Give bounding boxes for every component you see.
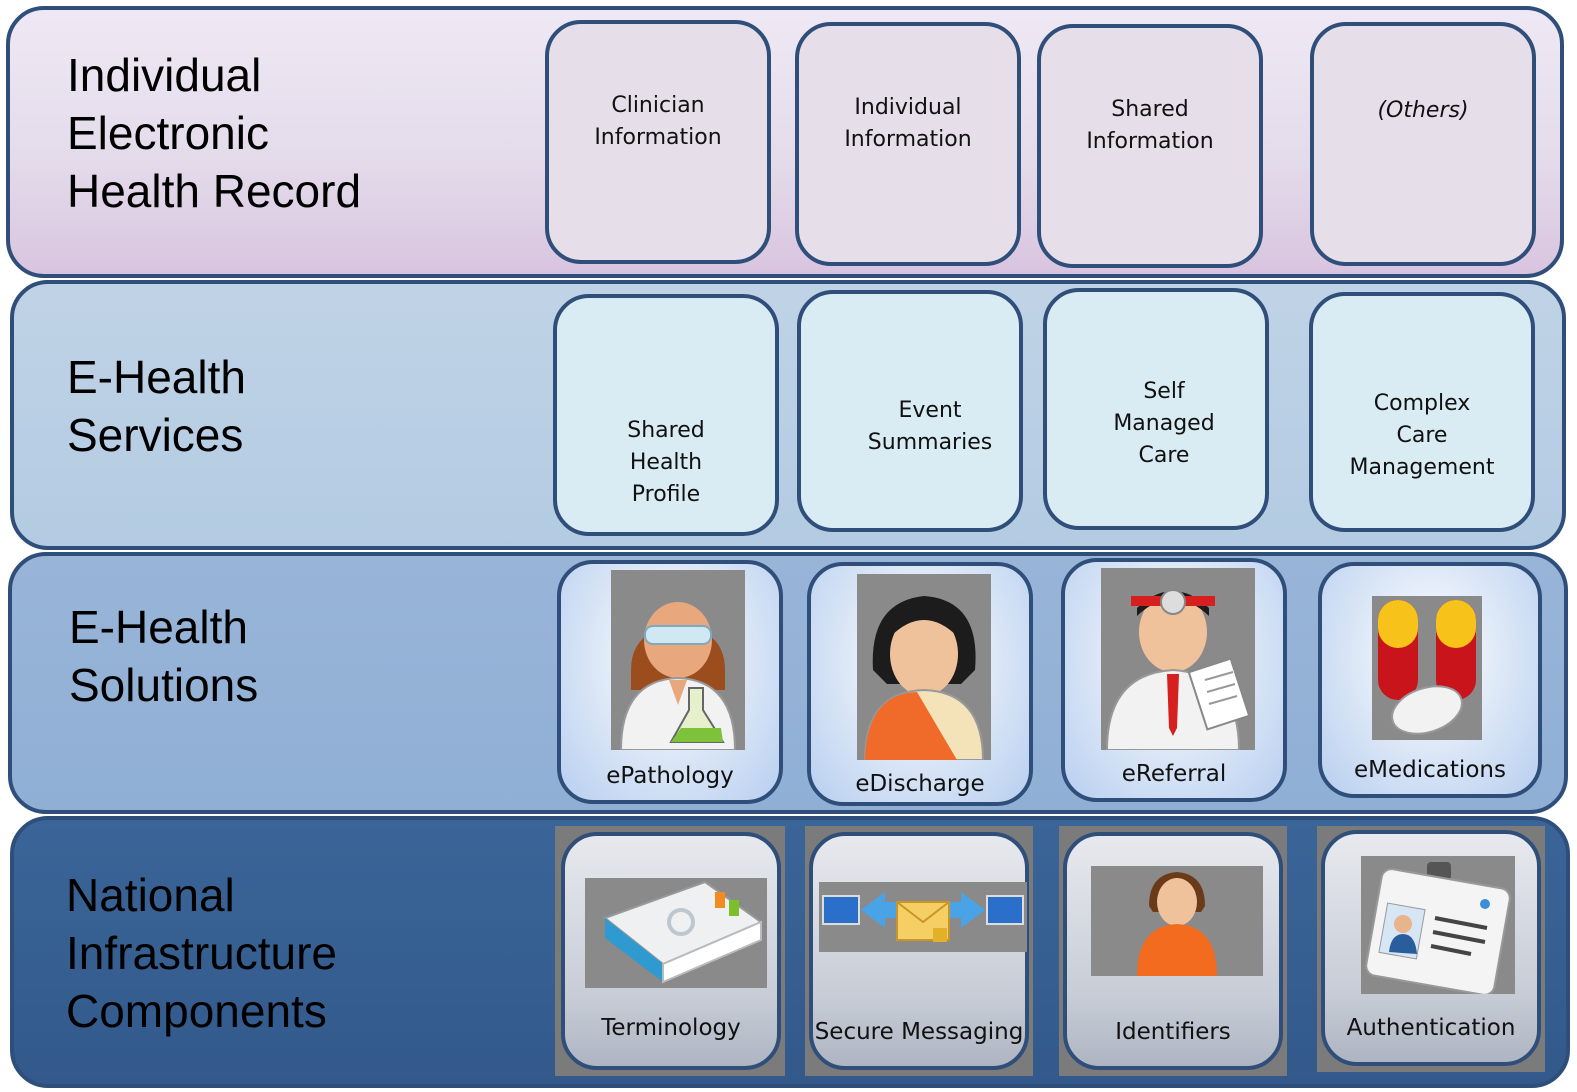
shared-information-card: Shared Information	[1037, 24, 1263, 268]
solutions-title-line-1: E-Health	[69, 601, 248, 653]
services-layer	[10, 280, 1566, 550]
emedications-label: eMedications	[1354, 757, 1506, 783]
card-text: Event	[898, 398, 962, 423]
infrastructure-title-line-3: Components	[66, 985, 327, 1037]
scientist-icon	[611, 570, 745, 751]
card-text: Shared	[1111, 97, 1189, 122]
others-card: (Others)	[1310, 22, 1536, 266]
ehr-layer-title: Individual Electronic Health Record	[67, 46, 361, 220]
card-text: Individual	[854, 95, 962, 120]
ehr-title-line-1: Individual	[67, 49, 262, 101]
card-text: Management	[1349, 455, 1495, 480]
emedications-card: eMedications	[1318, 562, 1542, 798]
card-text: Care	[1396, 423, 1448, 448]
ehr-layer	[6, 6, 1564, 278]
self-managed-care-card: Self Managed Care	[1043, 288, 1269, 530]
card-text: (Others)	[1377, 98, 1469, 123]
infrastructure-layer-title: National Infrastructure Components	[66, 866, 337, 1040]
epathology-label: ePathology	[606, 763, 734, 789]
secure-messaging-label: Secure Messaging	[814, 1019, 1024, 1045]
identifiers-label: Identifiers	[1115, 1019, 1231, 1045]
ehr-title-line-2: Electronic	[67, 107, 269, 159]
card-text: Complex	[1373, 391, 1471, 416]
infrastructure-title-line-2: Infrastructure	[66, 927, 337, 979]
identifiers-card: Identifiers	[1063, 832, 1283, 1070]
card-text: Health	[629, 450, 703, 475]
ereferral-card: eReferral	[1061, 558, 1287, 802]
infrastructure-layer	[10, 816, 1570, 1088]
solutions-title-line-2: Solutions	[69, 659, 259, 711]
infrastructure-title-line-1: National	[66, 869, 235, 921]
clinician-information-card: Clinician Information	[545, 20, 771, 264]
card-text: Information	[594, 125, 722, 150]
epathology-card: ePathology	[557, 560, 783, 804]
card-text: Profile	[631, 482, 701, 507]
person-icon	[1091, 866, 1263, 976]
edischarge-card: eDischarge	[807, 562, 1033, 806]
card-text: Information	[844, 127, 972, 152]
terminology-label: Terminology	[601, 1015, 741, 1041]
services-layer-title: E-Health Services	[67, 348, 246, 464]
secure-mail-icon	[819, 882, 1027, 952]
patient-icon	[857, 574, 991, 761]
card-text: Shared	[627, 418, 705, 443]
card-text: Managed	[1113, 411, 1215, 436]
authentication-card: Authentication	[1321, 830, 1541, 1066]
card-text: Self	[1143, 379, 1185, 404]
card-text: Summaries	[867, 430, 993, 455]
id-badge-icon	[1361, 856, 1515, 996]
services-title-line-1: E-Health	[67, 351, 246, 403]
ehr-title-line-3: Health Record	[67, 165, 362, 217]
solutions-layer-title: E-Health Solutions	[69, 598, 258, 714]
services-title-line-2: Services	[67, 409, 244, 461]
individual-information-card: Individual Information	[795, 22, 1021, 266]
event-summaries-card: Event Summaries	[797, 290, 1023, 532]
terminology-card: Terminology	[561, 832, 781, 1070]
address-book-icon	[585, 878, 767, 988]
ereferral-label: eReferral	[1121, 761, 1227, 787]
shared-health-profile-card: Shared Health Profile	[553, 294, 779, 536]
edischarge-label: eDischarge	[855, 771, 985, 797]
authentication-label: Authentication	[1346, 1015, 1516, 1041]
card-text: Care	[1138, 443, 1190, 468]
card-text: Clinician	[611, 93, 705, 118]
complex-care-management-card: Complex Care Management	[1309, 292, 1535, 532]
pills-icon	[1372, 596, 1482, 740]
solutions-layer	[8, 552, 1568, 814]
doctor-icon	[1101, 568, 1255, 751]
secure-messaging-card: Secure Messaging	[809, 832, 1029, 1070]
card-text: Information	[1086, 129, 1214, 154]
